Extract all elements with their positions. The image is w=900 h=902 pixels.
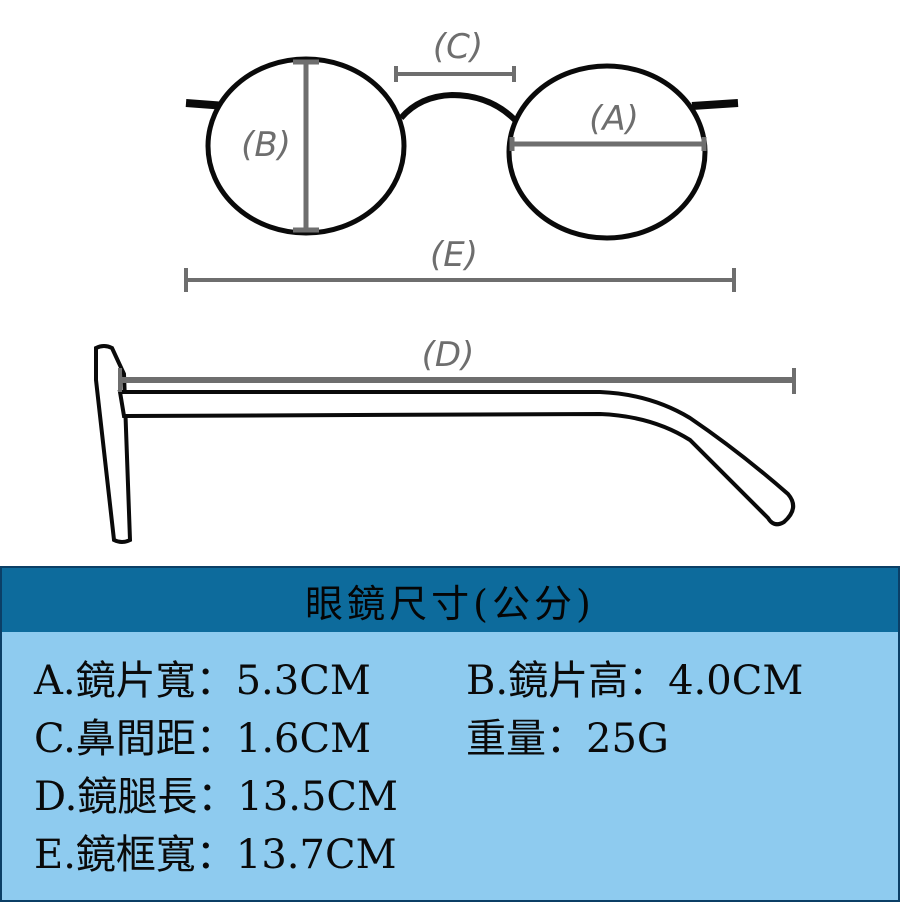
- spec-body: A.鏡片寬：5.3CM B.鏡片高：4.0CM C.鼻間距：1.6CM 重量：2…: [2, 632, 898, 900]
- glasses-diagram: (C) (A) (B) (E) (D): [94, 27, 796, 544]
- label-d: (D): [422, 335, 475, 375]
- spec-item-frame-width: E.鏡框寬：13.7CM: [34, 832, 397, 878]
- spec-item-temple-length: D.鏡腿長：13.5CM: [34, 774, 398, 820]
- spec-item-bridge-width: C.鼻間距：1.6CM: [34, 716, 372, 762]
- right-lens: [506, 63, 708, 241]
- spec-item-lens-width: A.鏡片寬：5.3CM: [34, 658, 371, 704]
- spec-item-lens-height: B.鏡片高：4.0CM: [466, 658, 804, 704]
- dimension-d: [118, 368, 796, 394]
- label-e: (E): [430, 235, 478, 275]
- spec-row: C.鼻間距：1.6CM 重量：25G: [34, 708, 898, 762]
- spec-header: 眼鏡尺寸(公分): [2, 568, 898, 632]
- label-a: (A): [589, 99, 639, 139]
- spec-row: D.鏡腿長：13.5CM: [34, 766, 898, 820]
- right-temple-stub: [691, 99, 739, 110]
- nose-bridge: [398, 91, 518, 123]
- label-c: (C): [433, 27, 483, 67]
- spec-row: A.鏡片寬：5.3CM B.鏡片高：4.0CM: [34, 650, 898, 704]
- frame-front-edge: [94, 344, 133, 544]
- label-b: (B): [241, 125, 291, 165]
- spec-row: E.鏡框寬：13.7CM: [34, 824, 898, 878]
- dimension-lines: [184, 59, 736, 292]
- side-view: [94, 344, 796, 544]
- spec-panel: 眼鏡尺寸(公分) A.鏡片寬：5.3CM B.鏡片高：4.0CM C.鼻間距：1…: [0, 566, 900, 902]
- temple-arm: [117, 390, 796, 527]
- spec-title: 眼鏡尺寸(公分): [305, 581, 595, 626]
- spec-item-weight: 重量：25G: [466, 716, 669, 762]
